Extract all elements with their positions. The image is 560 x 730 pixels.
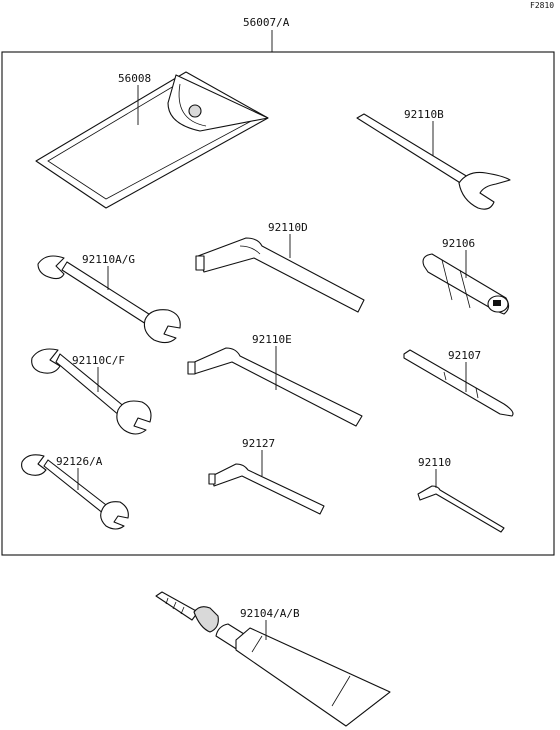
hex-key-large (195, 237, 365, 313)
screwdriver-bit-label: 92107 (448, 349, 481, 362)
wrench-ag (37, 255, 181, 344)
hex-key-medium-label: 92110E (252, 333, 292, 346)
pouch-label: 56008 (118, 72, 151, 85)
kit-number-label: 56007/A (243, 16, 290, 29)
tool-pouch (35, 71, 269, 209)
handle-grip (422, 253, 510, 315)
handle-grip-hex-socket (493, 300, 501, 306)
pouch-snap-button (188, 104, 202, 118)
hex-key-large-label: 92110D (268, 221, 308, 234)
figure-code: F2810 (530, 1, 554, 10)
handle-grip-label: 92106 (442, 237, 475, 250)
hex-key-tiny (417, 485, 505, 533)
hex-key-tiny-label: 92110 (418, 456, 451, 469)
box-wrench (356, 113, 511, 210)
hex-key-medium (187, 347, 363, 427)
grease-tube-label: 92104/A/B (240, 607, 300, 620)
hex-key-small (208, 463, 325, 515)
hex-key-small-label: 92127 (242, 437, 275, 450)
wrench-cf-label: 92110C/F (72, 354, 125, 367)
grease-tube (215, 623, 391, 727)
box-wrench-label: 92110B (404, 108, 444, 121)
wrench-small (21, 454, 129, 530)
screwdriver-bit (403, 349, 514, 417)
grease-nozzle (155, 591, 219, 633)
kit-boundary-box (1, 51, 555, 556)
wrench-cf (31, 348, 152, 435)
wrench-ag-label: 92110A/G (82, 253, 135, 266)
wrench-small-label: 92126/A (56, 455, 103, 468)
